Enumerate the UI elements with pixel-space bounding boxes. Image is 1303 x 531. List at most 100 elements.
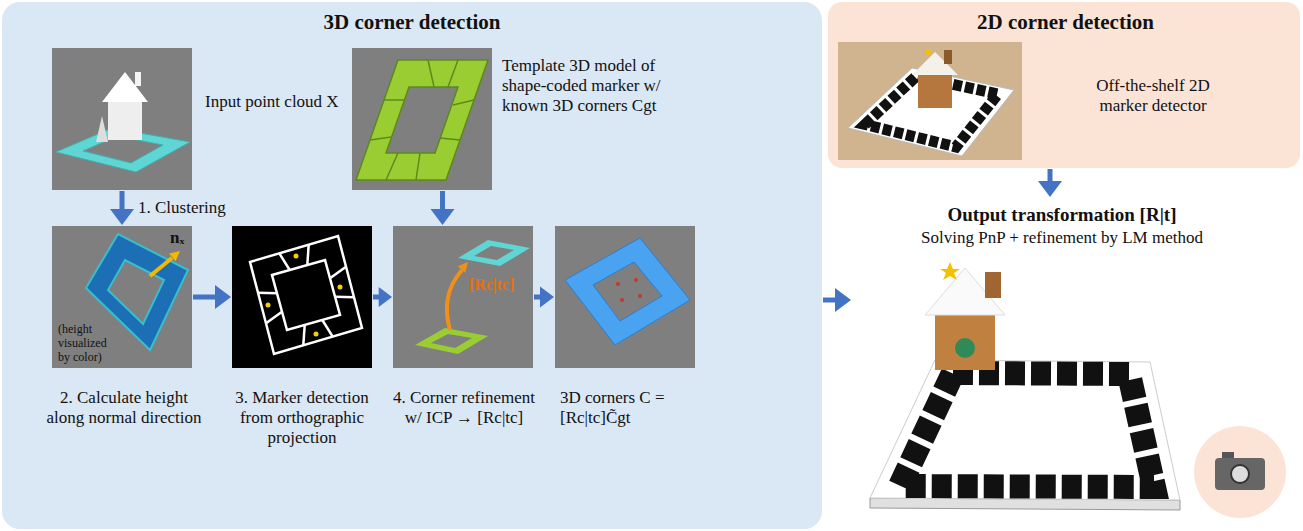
transform-arrowhead — [458, 262, 468, 273]
corner-dot — [638, 294, 642, 298]
corner-dot — [314, 332, 319, 337]
transform-arrow — [447, 270, 462, 330]
house-body — [935, 310, 995, 370]
star — [925, 49, 931, 55]
detected-marker — [458, 240, 530, 266]
text-holder: Off-the-shelf 2D marker detector — [1078, 76, 1228, 116]
house-roof — [925, 268, 1005, 315]
corner-dot — [616, 282, 620, 286]
cell-line — [453, 100, 474, 105]
flow-arrow — [534, 287, 554, 308]
text-holder: [Rc|tc] — [469, 276, 529, 295]
text-holder: 3D corners C = [Rc|tc]C̃gt — [560, 388, 700, 428]
outer-square — [250, 236, 362, 354]
inner-square — [272, 260, 340, 330]
image-ground — [52, 226, 192, 368]
arrowhead — [540, 287, 554, 308]
image-note: (height visualized by color) — [58, 322, 120, 364]
cell-line — [266, 312, 282, 324]
vector-label: nₓ — [170, 228, 196, 248]
output-caption: Solving PnP + refinement by LM method — [852, 228, 1272, 248]
tree-shape — [96, 116, 108, 142]
text-holder: 2D corner detection — [928, 10, 1203, 35]
text-holder: Solving PnP + refinement by LM method — [852, 228, 1272, 248]
step-caption: 3D corners C = [Rc|tc]C̃gt — [560, 388, 700, 428]
corner-dot — [338, 285, 343, 290]
photo-board — [848, 68, 1014, 156]
cell-line — [258, 291, 277, 294]
panel-title: 3D corner detection — [2, 10, 822, 35]
cell-line — [428, 60, 434, 87]
house-wreath — [955, 338, 975, 358]
cell-line — [416, 153, 420, 180]
camera-circle — [1194, 426, 1286, 518]
arrowhead — [110, 209, 134, 225]
cell-line — [384, 99, 405, 101]
cell-line — [330, 267, 346, 279]
height-map — [86, 234, 188, 350]
step-caption: 3. Marker detection from orthographic pr… — [220, 388, 384, 448]
text-holder: 3D corner detection — [2, 10, 822, 35]
image-ground — [232, 226, 372, 368]
star — [940, 262, 960, 280]
image-ground — [393, 226, 533, 368]
house-body — [918, 72, 952, 108]
template-marker — [356, 60, 488, 180]
arrow-shaft — [193, 295, 218, 300]
normal-arrow — [150, 258, 172, 276]
house-roof — [102, 72, 148, 102]
cell-line — [303, 325, 304, 345]
text-holder: 3. Marker detection from orthographic pr… — [220, 388, 384, 448]
image-ground — [52, 48, 192, 190]
photo-ground — [838, 42, 1022, 160]
flow-arrow — [110, 191, 134, 225]
corner-dots — [266, 254, 343, 337]
text-holder: 2. Calculate height along normal directi… — [44, 388, 204, 428]
house-chimney — [944, 50, 952, 64]
flow-arrow — [373, 287, 392, 307]
aligned-marker — [565, 238, 690, 345]
template-pattern — [370, 60, 474, 180]
cell-line — [370, 137, 391, 140]
transform-label: [Rc|tc] — [469, 276, 529, 295]
edge-label: 1. Clustering — [138, 198, 226, 218]
house-body — [108, 100, 142, 140]
projected-marker — [250, 236, 362, 354]
flow-arrow — [823, 288, 851, 312]
output-title: Output transformation [R|t] — [852, 204, 1272, 226]
cell-line — [322, 320, 332, 337]
template-marker — [415, 328, 488, 354]
caption: Template 3D model of shape-coded marker … — [502, 56, 680, 116]
cell-line — [279, 253, 289, 270]
corner-dot — [266, 303, 271, 308]
corner-dot — [620, 298, 624, 302]
text-holder: nₓ — [170, 228, 196, 248]
text-holder: 4. Corner refinement w/ ICP → [Rc|tc] — [385, 388, 543, 428]
text-holder: Output transformation [R|t] — [852, 204, 1272, 226]
corner-dots — [616, 278, 642, 302]
flow-arrow — [193, 285, 231, 309]
arrowhead — [431, 209, 455, 225]
arrowhead — [1038, 181, 1062, 197]
cell-line — [448, 60, 458, 87]
arrowhead — [379, 287, 392, 307]
cell-line — [386, 153, 398, 180]
corner-dot — [634, 278, 638, 282]
caption: Input point cloud X — [205, 92, 350, 112]
text-holder: (height visualized by color) — [58, 322, 120, 364]
arrowhead — [835, 288, 851, 312]
arrowhead — [215, 285, 231, 309]
step-caption: 2. Calculate height along normal directi… — [44, 388, 204, 428]
text-holder: 1. Clustering — [138, 198, 226, 218]
camera-body — [1215, 458, 1265, 490]
output-markers — [900, 373, 1154, 487]
flow-arrow — [1038, 169, 1062, 197]
image-ground — [555, 226, 695, 368]
step-caption: 4. Corner refinement w/ ICP → [Rc|tc] — [385, 388, 543, 428]
corner-dot — [294, 254, 299, 259]
cell-line — [307, 245, 308, 265]
cell-line — [335, 295, 354, 298]
caption: Off-the-shelf 2D marker detector — [1078, 76, 1228, 116]
flow-arrow — [431, 191, 455, 225]
